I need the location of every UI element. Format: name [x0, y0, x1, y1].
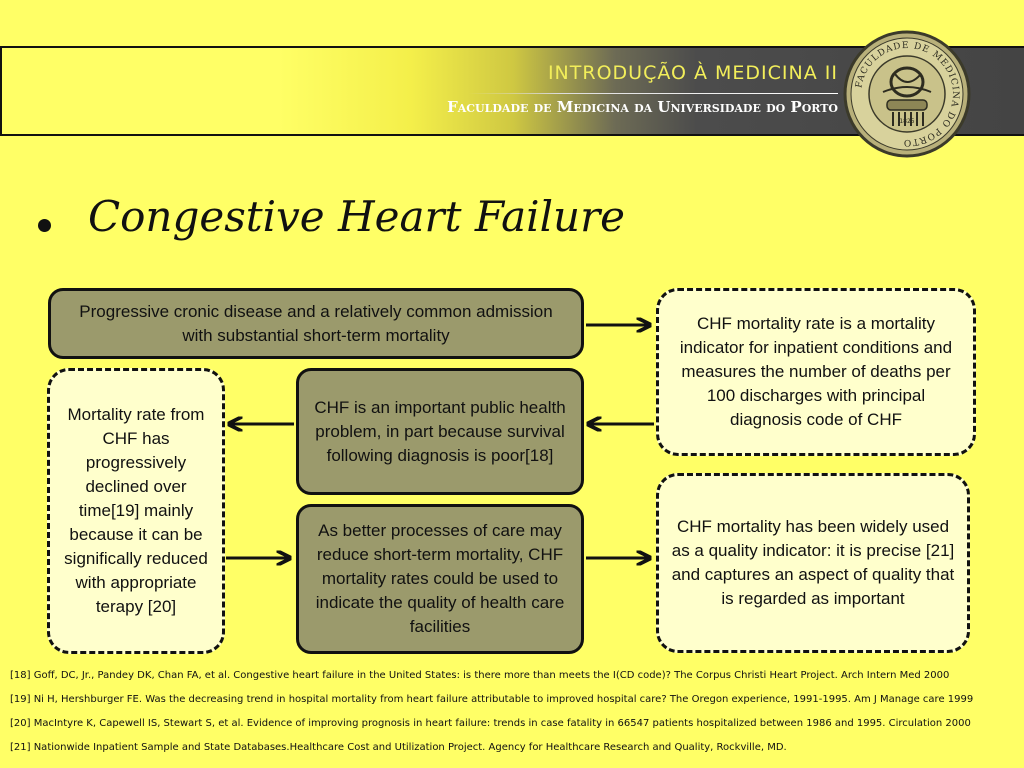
faculty-seal-logo: FACULDADE DE MEDICINA DO PORTO 1825: [843, 30, 971, 158]
reference-item: [21] Nationwide Inpatient Sample and Sta…: [10, 742, 787, 753]
reference-item: [19] Ni H, Hershburger FE. Was the decre…: [10, 694, 974, 705]
reference-item: [20] MacIntyre K, Capewell IS, Stewart S…: [10, 718, 971, 729]
box-better-care-processes: As better processes of care may reduce s…: [296, 504, 584, 654]
box-mortality-indicator: CHF mortality rate is a mortality indica…: [656, 288, 976, 456]
title-bullet: [38, 219, 51, 232]
box-chf-chronic-disease: Progressive cronic disease and a relativ…: [48, 288, 584, 359]
box-mortality-declined: Mortality rate from CHF has progressivel…: [47, 368, 225, 654]
slide-title: Congestive Heart Failure: [88, 192, 626, 241]
box-public-health-problem: CHF is an important public health proble…: [296, 368, 584, 495]
references-list: [18] Goff, DC, Jr., Pandey DK, Chan FA, …: [10, 669, 1015, 765]
seal-year: 1825: [899, 118, 914, 125]
course-title: INTRODUÇÃO À MEDICINA II: [547, 62, 838, 84]
header-divider: [468, 93, 838, 94]
faculty-name: Faculdade de Medicina da Universidade do…: [447, 98, 838, 116]
reference-item: [18] Goff, DC, Jr., Pandey DK, Chan FA, …: [10, 670, 950, 681]
box-quality-indicator: CHF mortality has been widely used as a …: [656, 473, 970, 653]
